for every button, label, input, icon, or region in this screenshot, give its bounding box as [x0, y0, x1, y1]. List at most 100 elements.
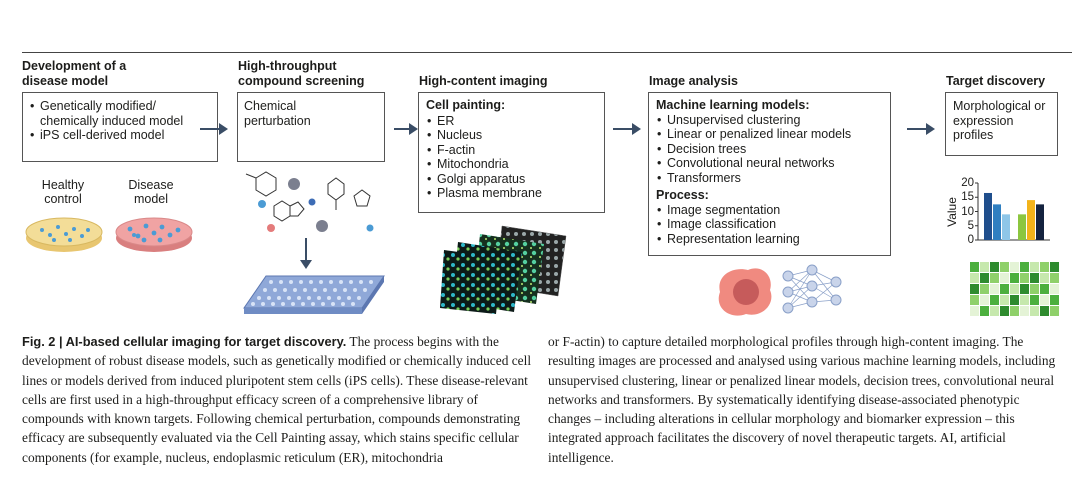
process-heading: Process:	[656, 188, 709, 202]
stage-title-compound-screening: High-throughput compound screening	[238, 59, 365, 88]
figure-caption-text: The process begins with the development …	[22, 334, 532, 465]
chemical-perturbation-text: Chemical perturbation	[244, 99, 311, 128]
list-item: Linear or penalized linear models	[656, 127, 883, 142]
heatmap-cell	[1000, 262, 1009, 272]
heatmap-cell	[1000, 284, 1009, 294]
heatmap-cell	[970, 284, 979, 294]
heatmap-cell	[1050, 306, 1059, 316]
disease-model-label: Disease model	[128, 178, 174, 206]
heatmap-cell	[1020, 295, 1029, 305]
disease-dish-icon	[115, 217, 193, 252]
list-item: F-actin	[426, 143, 597, 158]
heatmap-cell	[990, 284, 999, 294]
list-item: Golgi apparatus	[426, 172, 597, 187]
list-item: Nucleus	[426, 128, 597, 143]
heatmap-grid-icon	[970, 262, 1059, 316]
heatmap-cell	[1010, 284, 1019, 294]
list-item: Convolutional neural networks	[656, 156, 883, 171]
mini-chart-bar	[1018, 214, 1026, 240]
arrow-down-icon	[305, 238, 307, 262]
heatmap-cell	[990, 262, 999, 272]
heatmap-cell	[970, 306, 979, 316]
top-rule	[22, 52, 1072, 53]
heatmap-cell	[1010, 306, 1019, 316]
heatmap-cell	[1020, 284, 1029, 294]
arrow-right-icon	[907, 123, 935, 135]
heatmap-cell	[1030, 273, 1039, 283]
mini-chart-bar	[984, 192, 992, 240]
heatmap-cell	[1010, 262, 1019, 272]
heatmap-cell	[1000, 273, 1009, 283]
figure-caption-col2: or F-actin) to capture detailed morpholo…	[548, 332, 1058, 467]
heatmap-cell	[1010, 295, 1019, 305]
well-plate-icon	[243, 275, 385, 314]
list-item: ER	[426, 114, 597, 129]
mini-bar-chart	[975, 182, 1050, 241]
list-item: Image classification	[656, 217, 883, 232]
profiles-text: Morphological or expression profiles	[953, 99, 1046, 142]
healthy-control-label: Healthy control	[41, 178, 85, 206]
stage-title-image-analysis: Image analysis	[649, 74, 738, 88]
list-item: Genetically modified/ chemically induced…	[29, 99, 211, 128]
heatmap-cell	[970, 295, 979, 305]
disease-model-box: Genetically modified/ chemically induced…	[22, 92, 218, 162]
heatmap-cell	[1040, 273, 1049, 283]
list-item: iPS cell-derived model	[29, 128, 211, 143]
list-item: Transformers	[656, 171, 883, 186]
mini-chart-tick-label: 0	[967, 234, 974, 246]
figure-caption-col1: Fig. 2 | AI-based cellular imaging for t…	[22, 332, 534, 467]
heatmap-cell	[980, 273, 989, 283]
heatmap-cell	[990, 273, 999, 283]
cell-painting-heading: Cell painting:	[426, 98, 506, 112]
heatmap-cell	[990, 295, 999, 305]
figure-caption-text-continued: or F-actin) to capture detailed morpholo…	[548, 334, 1056, 465]
list-item: Decision trees	[656, 142, 883, 157]
figure-caption-label: Fig. 2 | AI-based cellular imaging for t…	[22, 334, 347, 349]
heatmap-cell	[980, 262, 989, 272]
mini-chart-tick-label: 5	[967, 219, 974, 232]
arrow-right-icon	[394, 123, 418, 135]
stage-title-disease-model: Development of a disease model	[22, 59, 127, 88]
petri-dishes-illustration	[25, 217, 193, 252]
heatmap-cell	[1010, 273, 1019, 283]
mini-chart-tick-label: 20	[961, 177, 974, 189]
healthy-dish-icon	[25, 217, 103, 252]
list-item: Unsupervised clustering	[656, 113, 883, 128]
mini-chart-bar	[993, 204, 1001, 240]
list-item: Image segmentation	[656, 203, 883, 218]
cell-neural-network-illustration	[718, 264, 842, 316]
heatmap-cell	[1030, 262, 1039, 272]
mini-chart-tick-label: 10	[961, 205, 974, 218]
heatmap-cell	[1020, 262, 1029, 272]
arrow-right-icon	[200, 123, 228, 135]
heatmap-cell	[1050, 295, 1059, 305]
cell-painting-box: Cell painting: ER Nucleus F-actin Mitoch…	[418, 92, 605, 213]
heatmap-cell	[1040, 284, 1049, 294]
heatmap-cell	[1050, 273, 1059, 283]
microscopy-images-illustration	[440, 225, 567, 314]
heatmap-cell	[980, 295, 989, 305]
heatmap-cell	[970, 273, 979, 283]
heatmap-cell	[980, 284, 989, 294]
mini-chart-bar	[1036, 204, 1044, 240]
heatmap-cell	[970, 262, 979, 272]
list-item: Mitochondria	[426, 157, 597, 172]
cell-icon	[718, 268, 772, 316]
heatmap-cell	[1030, 295, 1039, 305]
heatmap-cell	[1040, 306, 1049, 316]
list-item: Plasma membrane	[426, 186, 597, 201]
stage-title-high-content-imaging: High-content imaging	[419, 74, 548, 88]
heatmap-cell	[980, 306, 989, 316]
arrow-right-icon	[613, 123, 641, 135]
arrow-down-head-icon	[300, 260, 312, 269]
mini-chart-bar	[1002, 214, 1010, 240]
mini-chart-tick-label: 15	[961, 191, 974, 204]
mini-chart-bar	[1027, 200, 1035, 240]
heatmap-cell	[990, 306, 999, 316]
ml-models-heading: Machine learning models:	[656, 98, 810, 112]
chemical-perturbation-box: Chemical perturbation	[237, 92, 385, 162]
list-item: Representation learning	[656, 232, 883, 247]
target-discovery-box: Morphological or expression profiles	[945, 92, 1058, 156]
heatmap-cell	[1040, 262, 1049, 272]
heatmap-cell	[1000, 295, 1009, 305]
